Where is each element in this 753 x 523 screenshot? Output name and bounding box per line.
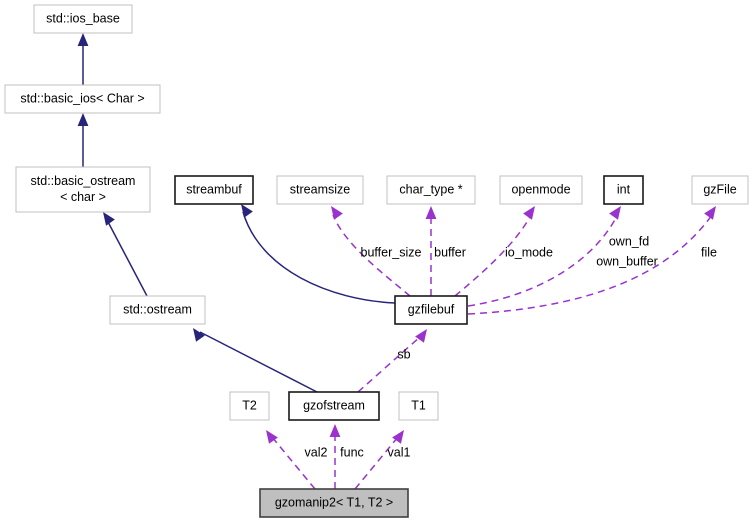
edge-label-sb: sb [397,347,410,361]
arrowhead-ostream-to-basic_ostream [103,212,115,226]
node-box-streamsize[interactable] [276,175,364,205]
arrowhead-gzfilebuf-to-openmode [523,206,535,220]
edge-gzfilebuf-to-streamsize [332,214,411,297]
node-box-ostream[interactable] [109,295,206,325]
arrowhead-gzfilebuf-to-streambuf [241,204,253,218]
arrowhead-gzfilebuf-to-int [609,206,621,220]
node-streambuf[interactable]: streambuf [174,175,254,205]
node-openmode[interactable]: openmode [499,175,583,205]
arrowhead-gzofstream-to-ostream [193,328,205,342]
edge-label-file: file [701,245,717,259]
edge-label-own-buffer: own_buffer [596,254,658,268]
arrowhead-basic_ostream-to-basic_ios [77,113,89,126]
node-box-gzFile[interactable] [691,175,749,205]
arrowhead-gzomanip2-to-T1 [392,430,404,444]
edge-gzomanip2-to-T1 [354,436,399,490]
edge-label-buffer: buffer [434,245,466,259]
node-box-T2[interactable] [229,391,270,421]
node-box-basic_ios[interactable] [4,84,161,114]
edge-label-own-fd: own_fd [609,234,649,248]
edge-gzfilebuf-to-streambuf [242,211,396,304]
arrowhead-gzomanip2-to-T2 [266,430,278,444]
edge-ostream-to-basic_ostream [106,219,148,297]
node-box-gzomanip2[interactable] [259,488,409,518]
node-ostream[interactable]: std::ostream [109,295,206,325]
node-gzofstream[interactable]: gzofstream [288,391,380,421]
node-basic_ostream[interactable]: std::basic_ostream< char > [15,166,151,213]
edge-gzfilebuf-to-gzFile [467,214,713,315]
arrowhead-gzomanip2-to-gzofstream [329,424,341,437]
node-int[interactable]: int [603,175,644,205]
node-streamsize[interactable]: streamsize [276,175,364,205]
node-gzFile[interactable]: gzFile [691,175,749,205]
edge-gzfilebuf-to-openmode [454,214,532,297]
node-box-int[interactable] [603,175,644,205]
edge-gzofstream-to-gzfilebuf [357,335,422,393]
node-gzfilebuf[interactable]: gzfilebuf [394,295,468,325]
node-box-T1[interactable] [398,391,439,421]
edge-labels-layer: buffer_size buffer io_mode own_fd own_buffer… [305,234,718,459]
edges-layer [77,33,716,490]
node-T2[interactable]: T2 [229,391,270,421]
arrowhead-gzfilebuf-to-char_type_ptr [425,206,437,219]
edge-label-func: func [340,445,364,459]
arrowhead-gzfilebuf-to-gzFile [704,206,716,220]
edge-label-val2: val2 [305,445,328,459]
arrowhead-gzfilebuf-to-streamsize [331,206,343,220]
edge-label-io-mode: io_mode [505,245,553,259]
node-box-openmode[interactable] [499,175,583,205]
edge-gzfilebuf-to-int [467,213,619,307]
node-char_type_ptr[interactable]: char_type * [386,175,476,205]
node-box-gzofstream[interactable] [288,391,380,421]
edge-label-val1: val1 [388,445,411,459]
arrowhead-basic_ios-to-ios_base [77,33,89,46]
node-ios_base[interactable]: std::ios_base [33,4,133,34]
edge-gzomanip2-to-T2 [271,436,316,490]
edge-gzofstream-to-ostream [199,331,318,393]
node-gzomanip2[interactable]: gzomanip2< T1, T2 > [259,488,409,518]
node-box-basic_ostream[interactable] [15,166,151,213]
node-box-ios_base[interactable] [33,4,133,34]
node-T1[interactable]: T1 [398,391,439,421]
arrowhead-gzofstream-to-gzfilebuf [415,329,427,343]
node-basic_ios[interactable]: std::basic_ios< Char > [4,84,161,114]
node-box-streambuf[interactable] [174,175,254,205]
edge-label-buffer-size: buffer_size [361,245,422,259]
node-box-gzfilebuf[interactable] [394,295,468,325]
node-box-char_type_ptr[interactable] [386,175,476,205]
